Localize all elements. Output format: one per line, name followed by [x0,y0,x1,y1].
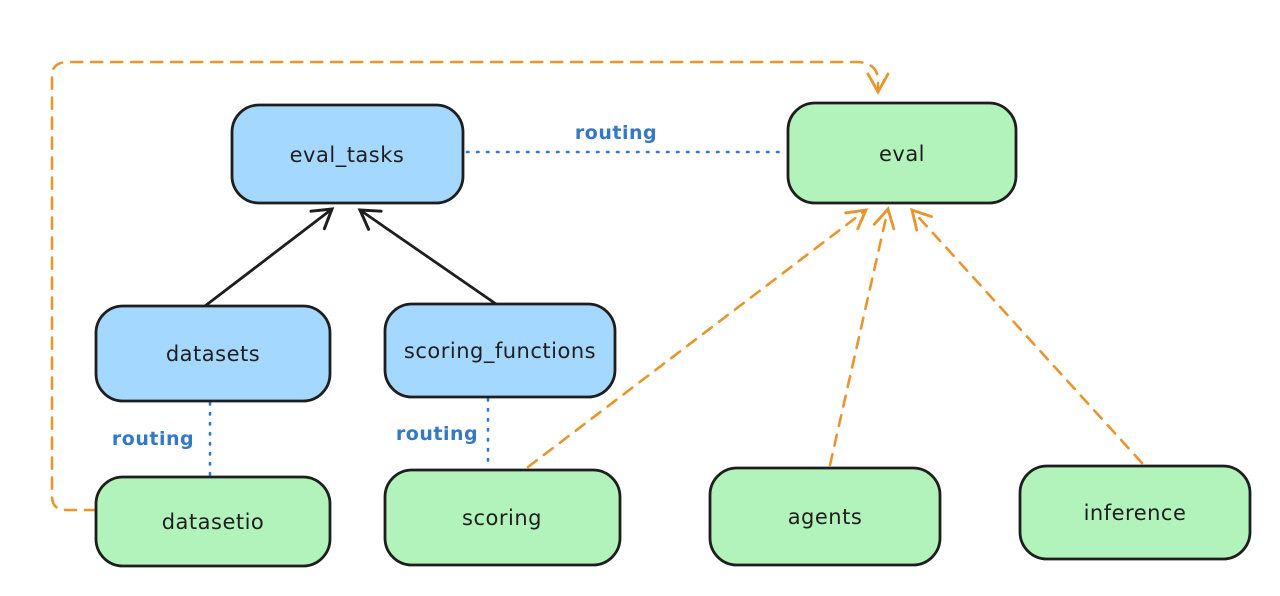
node-scoring-functions-box [383,302,617,399]
routing-label-eval-tasks-eval: routing [575,122,657,144]
node-eval-tasks-box [230,103,465,205]
node-scoring-functions: scoring_functions [383,302,617,399]
node-scoring-functions-label: scoring_functions [404,339,596,364]
node-datasets-box [94,304,332,403]
node-eval-box [786,101,1018,205]
node-datasets: datasets [94,304,332,403]
node-eval-tasks-label: eval_tasks [290,143,405,168]
node-eval: eval [786,101,1018,205]
edge-datasets-to-eval-tasks [203,207,335,308]
node-scoring-label: scoring [462,506,542,530]
node-datasetio: datasetio [94,475,332,568]
edge-scoring-to-eval [526,208,869,469]
node-datasets-label: datasets [166,342,260,366]
node-eval-label: eval [879,142,925,166]
edge-datasetio-to-eval [50,60,890,512]
node-agents-label: agents [788,505,863,529]
node-inference-box [1018,464,1252,561]
routing-label-scoring-functions-scoring: routing [396,423,478,445]
node-agents: agents [708,466,942,567]
node-datasetio-label: datasetio [162,510,265,534]
node-inference-label: inference [1084,501,1187,525]
node-scoring-box [383,468,622,567]
node-eval-tasks: eval_tasks [230,103,465,205]
edge-scoring-functions-to-eval-tasks [357,208,498,306]
node-datasetio-box [94,475,332,568]
routing-label-datasets-datasetio: routing [112,428,194,450]
edge-agents-to-eval [828,206,896,467]
node-inference: inference [1018,464,1252,561]
node-agents-box [708,466,942,567]
node-scoring: scoring [383,468,622,567]
edge-inference-to-eval [910,207,1144,465]
